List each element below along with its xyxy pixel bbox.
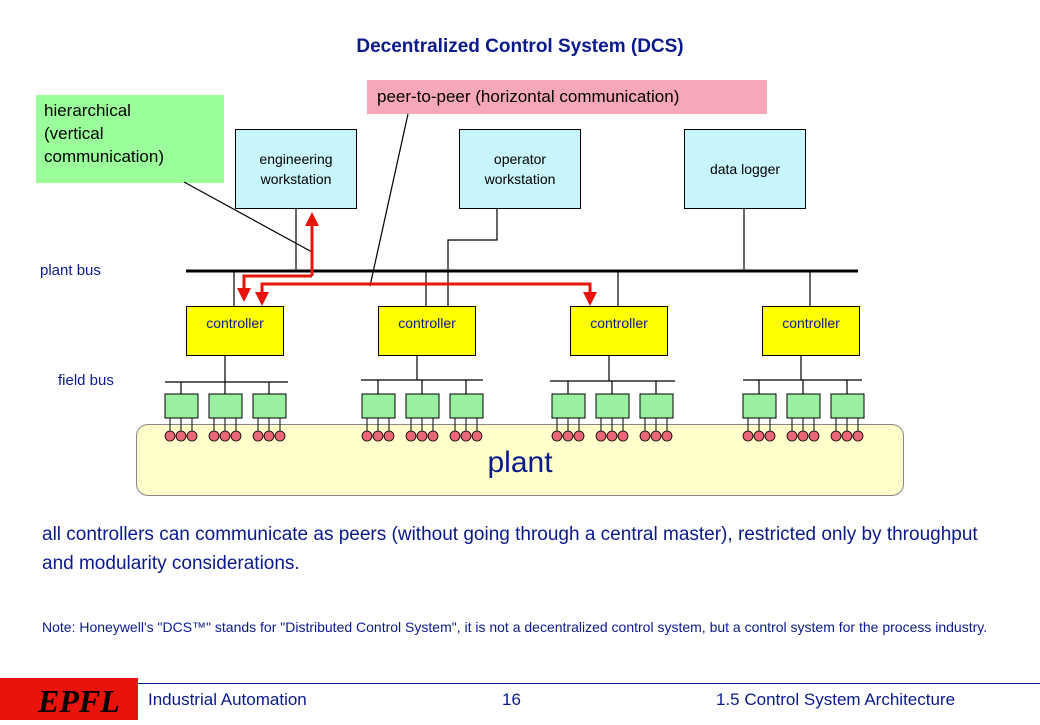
sensor [460, 430, 472, 442]
sensor [208, 430, 220, 442]
sensor [830, 430, 842, 442]
sensor [427, 430, 439, 442]
footer-page-number: 16 [502, 690, 521, 709]
engineering-workstation-line-2: workstation [260, 171, 332, 187]
vertical-arrow-head-up [305, 212, 319, 226]
sensor [471, 430, 483, 442]
operator-workstation: operator workstation [459, 129, 581, 209]
horizontal-arrow-shaft [260, 282, 592, 296]
sensor [808, 430, 820, 442]
io-module [252, 393, 287, 419]
io-module [164, 393, 199, 419]
data-logger-label: data logger [709, 161, 781, 177]
sensor [562, 430, 574, 442]
operator-workstation-line-1: operator [493, 151, 547, 167]
sensor [595, 430, 607, 442]
sensor [186, 430, 198, 442]
sensor [405, 430, 417, 442]
footer-divider [138, 683, 1040, 684]
plant-bus-label: plant bus [40, 262, 101, 279]
data-logger: data logger [684, 129, 806, 209]
io-module [449, 393, 484, 419]
sensor [841, 430, 853, 442]
sensor [661, 430, 673, 442]
sensor [852, 430, 864, 442]
hierarchical-callout-line-3: communication) [44, 147, 164, 166]
plant-label: plant [487, 446, 553, 479]
main-statement: all controllers can communicate as peers… [42, 524, 978, 574]
controller-1: controller [186, 306, 284, 356]
sensor [252, 430, 264, 442]
peer-to-peer-callout: peer-to-peer (horizontal communication) [367, 80, 767, 114]
diagram-title: Decentralized Control System (DCS) [356, 36, 684, 57]
sensor [764, 430, 776, 442]
controller-4: controller [762, 306, 860, 356]
io-module [830, 393, 865, 419]
sensor [606, 430, 618, 442]
footer-section-title: 1.5 Control System Architecture [716, 690, 956, 709]
peer-pointer-line [369, 113, 409, 287]
footer-course-title: Industrial Automation [148, 690, 307, 709]
peer-arrow-head-left [255, 292, 269, 306]
io-module [742, 393, 777, 419]
controller-2: controller [378, 306, 476, 356]
sensor [650, 430, 662, 442]
sensor [219, 430, 231, 442]
engineering-workstation-line-1: engineering [259, 151, 333, 167]
sensor [263, 430, 275, 442]
hierarchical-pointer-line [183, 181, 313, 253]
io-module [595, 393, 630, 419]
sensor [361, 430, 373, 442]
io-module [405, 393, 440, 419]
sensor [175, 430, 187, 442]
io-module [208, 393, 243, 419]
field-bus-label: field bus [58, 372, 114, 389]
sensor [617, 430, 629, 442]
sensor [639, 430, 651, 442]
epfl-logo-mark: EPFL [37, 683, 120, 719]
sensor [372, 430, 384, 442]
sensor [230, 430, 242, 442]
sensor [573, 430, 585, 442]
io-module [786, 393, 821, 419]
sensor [274, 430, 286, 442]
io-module [361, 393, 396, 419]
io-module [551, 393, 586, 419]
sensor [164, 430, 176, 442]
hierarchical-callout-line-2: (vertical [44, 124, 104, 143]
hierarchical-callout-line-1: hierarchical [44, 101, 131, 120]
vertical-arrow-down-leg [242, 274, 312, 290]
sensor [416, 430, 428, 442]
sensor [742, 430, 754, 442]
vertical-arrow-head-down [237, 288, 251, 302]
sensor [797, 430, 809, 442]
engineering-workstation: engineering workstation [235, 129, 357, 209]
sensor [786, 430, 798, 442]
sensor [449, 430, 461, 442]
peer-arrow-head-right [583, 292, 597, 306]
operator-workstation-line-2: workstation [484, 171, 556, 187]
epfl-logo: EPFL [0, 678, 138, 720]
controller-3: controller [570, 306, 668, 356]
epfl-logo-text: EPFL [37, 683, 120, 719]
hierarchical-callout: hierarchical (vertical communication) [36, 95, 224, 183]
sensor [753, 430, 765, 442]
honeywell-note: Note: Honeywell's "DCS™" stands for "Dis… [42, 619, 988, 635]
operator-drop [447, 209, 498, 306]
sensor [383, 430, 395, 442]
sensor [551, 430, 563, 442]
io-module [639, 393, 674, 419]
